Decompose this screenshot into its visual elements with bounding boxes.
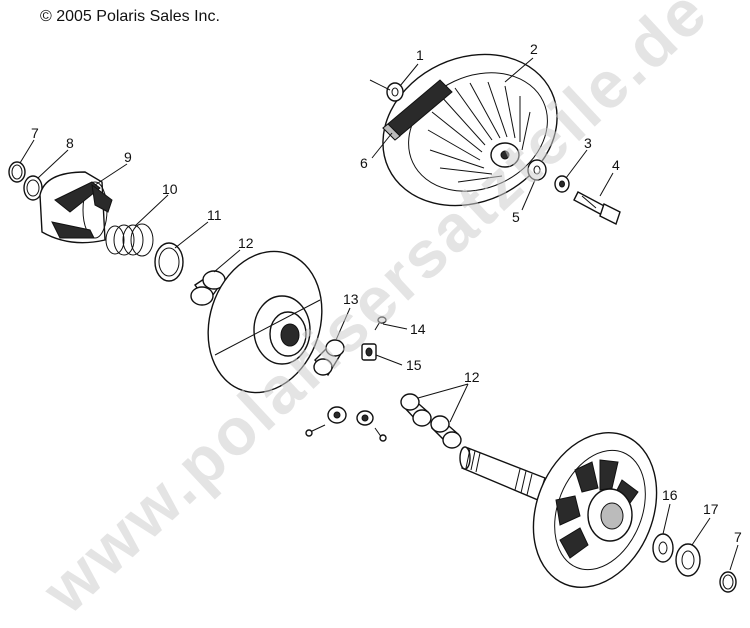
washer-5 — [527, 159, 547, 181]
callout-17: 17 — [703, 501, 719, 517]
callout-3: 3 — [584, 135, 592, 151]
callout-7-right: 7 — [734, 529, 742, 545]
washer-11 — [154, 242, 184, 282]
callout-11: 11 — [207, 207, 222, 223]
callout-12-right: 12 — [464, 369, 480, 385]
bushing-12-left — [190, 270, 226, 306]
callout-13: 13 — [343, 291, 359, 307]
callout-10: 10 — [162, 181, 178, 197]
callout-7-left: 7 — [31, 125, 39, 141]
callout-12-left: 12 — [238, 235, 254, 251]
helix-cam-9 — [39, 171, 113, 244]
roller-15 — [361, 343, 377, 361]
bushing-13 — [313, 339, 345, 377]
small-rollers — [305, 406, 387, 442]
washer-1 — [386, 82, 404, 102]
callout-9: 9 — [124, 149, 132, 165]
driven-shaft — [459, 446, 546, 501]
snap-ring-7-left — [8, 161, 26, 183]
washer-8 — [23, 175, 43, 201]
callout-5: 5 — [512, 209, 520, 225]
bushing-12-right-b — [430, 415, 462, 449]
callout-2: 2 — [530, 41, 538, 57]
snap-ring-7-right — [719, 571, 737, 593]
driven-sheave-moveable — [207, 250, 323, 394]
exploded-parts-diagram: 1 2 3 4 5 6 7 8 9 10 11 12 13 14 15 12 1… — [8, 41, 742, 593]
callout-16: 16 — [662, 487, 678, 503]
retainer-17 — [675, 543, 701, 577]
pin-14 — [374, 316, 387, 331]
callout-1: 1 — [416, 47, 424, 63]
driven-sheave-fixed — [532, 432, 658, 588]
callout-4: 4 — [612, 157, 620, 173]
leader-lines — [19, 57, 739, 571]
callout-6: 6 — [360, 155, 368, 171]
drive-belt-segment — [382, 79, 453, 141]
callout-8: 8 — [66, 135, 74, 151]
copyright-text: © 2005 Polaris Sales Inc. — [40, 8, 220, 25]
washer-16 — [652, 533, 674, 563]
bushing-12-right-a — [400, 393, 432, 427]
lock-washer-3 — [554, 175, 570, 193]
callout-14: 14 — [410, 321, 426, 337]
bolt-4 — [573, 191, 621, 225]
callout-15: 15 — [406, 357, 422, 373]
spring-10 — [105, 223, 154, 257]
